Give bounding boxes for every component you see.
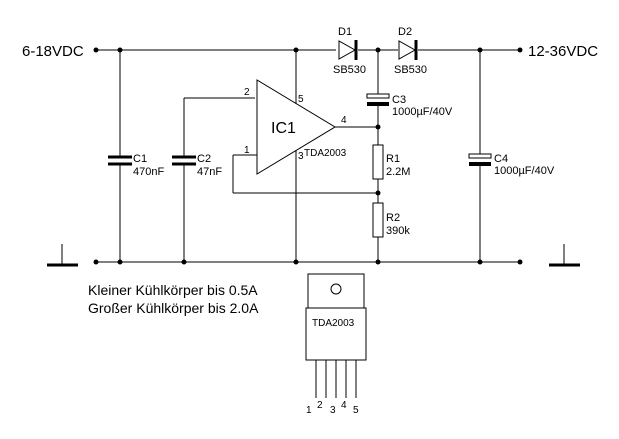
package-pin-3: 3: [330, 405, 336, 416]
ic1-designator: IC1: [271, 120, 296, 137]
package-label: TDA2003: [312, 318, 355, 329]
c3-ref: C3: [392, 94, 406, 106]
capacitor-c1: [108, 50, 132, 262]
capacitor-c3: [366, 50, 390, 127]
c2-ref: C2: [197, 153, 211, 165]
output-voltage-label: 12-36VDC: [528, 43, 598, 60]
r2-value: 390k: [386, 225, 410, 237]
diode-d1: [338, 40, 358, 60]
ground-symbol-right: [549, 244, 580, 267]
resistor-r1: [372, 127, 384, 193]
package-pin-5: 5: [353, 405, 359, 416]
note-large-heatsink: Großer Kühlkörper bis 2.0A: [88, 300, 259, 316]
ic1-pin2-label: 2: [244, 87, 250, 98]
ground-symbol-left: [47, 244, 78, 267]
mounting-hole-icon: [330, 283, 342, 295]
capacitor-c4: [468, 50, 492, 262]
c3-value: 1000µF/40V: [392, 106, 453, 118]
ic1-pin3-label: 3: [298, 151, 304, 162]
c1-ref: C1: [133, 153, 147, 165]
ic1-pin5-label: 5: [298, 94, 304, 105]
d1-value: SB530: [333, 64, 366, 76]
c2-value: 47nF: [197, 166, 222, 178]
c4-ref: C4: [494, 153, 508, 165]
resistor-r2: [372, 193, 384, 262]
c1-value: 470nF: [133, 166, 164, 178]
c4-value: 1000µF/40V: [494, 165, 555, 177]
package-pin-4: 4: [341, 400, 347, 411]
diode-d2: [398, 40, 418, 60]
d1-ref: D1: [338, 26, 352, 38]
package-pin-2: 2: [317, 400, 323, 411]
r1-value: 2.2M: [386, 166, 410, 178]
d2-ref: D2: [398, 26, 412, 38]
package-pin-1: 1: [306, 405, 312, 416]
r2-ref: R2: [386, 212, 400, 224]
ic1-part-number: TDA2003: [304, 148, 347, 159]
d2-value: SB530: [394, 64, 427, 76]
ic1-amplifier: [232, 50, 378, 262]
capacitor-c2: [172, 97, 255, 262]
ic1-pin1-label: 1: [244, 145, 250, 156]
tda2003-package: [305, 273, 367, 398]
r1-ref: R1: [386, 153, 400, 165]
note-small-heatsink: Kleiner Kühlkörper bis 0.5A: [88, 282, 258, 298]
input-voltage-label: 6-18VDC: [22, 43, 84, 60]
ic1-pin4-label: 4: [341, 115, 347, 126]
